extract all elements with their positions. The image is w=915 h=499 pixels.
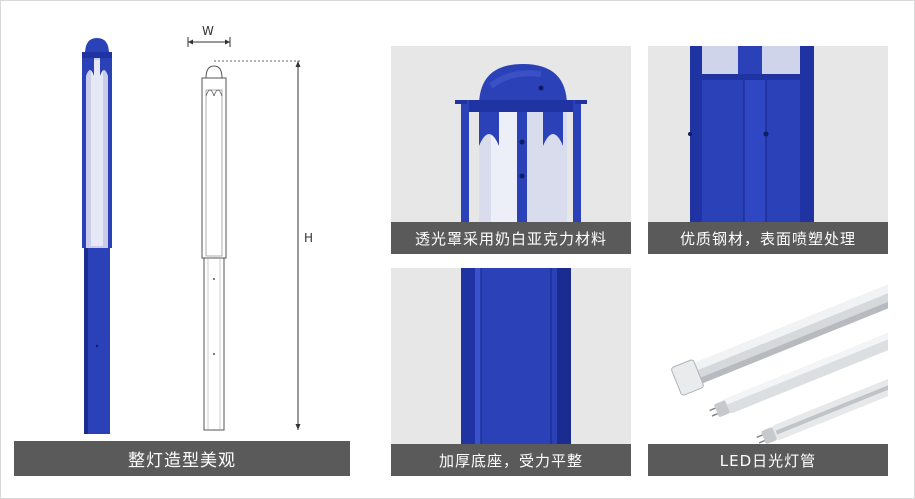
base-closeup-image [461, 268, 571, 444]
panel-led-caption: LED日光灯管 [648, 444, 888, 476]
panel-diffuser: 透光罩采用奶白亚克力材料 [391, 46, 631, 254]
steel-body-image [688, 46, 814, 222]
diffuser-closeup-image [455, 64, 587, 222]
dimension-drawing [187, 37, 302, 431]
panel-steel: 优质钢材，表面喷塑处理 [648, 46, 888, 254]
panel-diffuser-caption: 透光罩采用奶白亚克力材料 [391, 222, 631, 254]
product-overview: W H [14, 20, 350, 476]
panel-steel-caption: 优质钢材，表面喷塑处理 [648, 222, 888, 254]
panel-led: LED日光灯管 [648, 268, 888, 476]
led-tubes-image [671, 279, 888, 444]
panel-base-caption: 加厚底座，受力平整 [391, 444, 631, 476]
height-dimension-label: H [304, 231, 314, 245]
width-dimension-label: W [202, 24, 214, 38]
blue-lamp-pole-image [82, 38, 112, 434]
panel-base: 加厚底座，受力平整 [391, 268, 631, 476]
overview-caption: 整灯造型美观 [14, 441, 350, 476]
